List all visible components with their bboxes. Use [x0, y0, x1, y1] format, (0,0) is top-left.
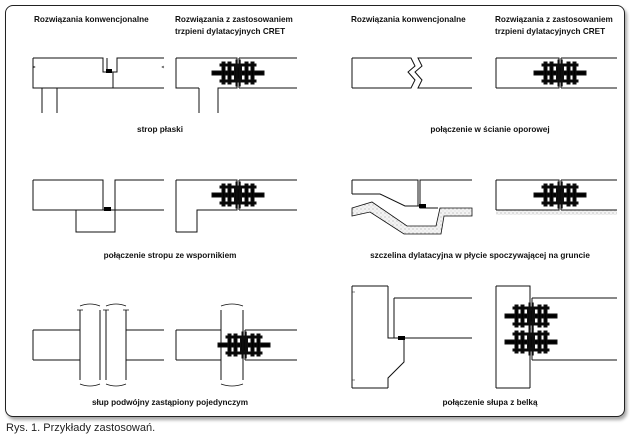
ground-slab-cret	[495, 179, 617, 215]
retaining-wall-conventional	[351, 57, 472, 89]
caption-flat-slab: strop płaski	[137, 125, 183, 134]
flat-slab-conventional	[32, 57, 165, 113]
caption-corbel: połączenie stropu ze wspornikiem	[103, 251, 237, 260]
caption-column-beam: połączenie słupa z belką	[442, 398, 538, 407]
double-column-conventional	[32, 303, 164, 387]
flat-slab-cret	[175, 57, 297, 113]
single-column-cret	[175, 303, 297, 387]
caption-double-column: słup podwójny zastąpiony pojedynczym	[91, 398, 249, 407]
corbel-cret	[175, 179, 297, 233]
header-right-cret-line1: Rozwiązania z zastosowaniem	[495, 15, 613, 24]
figure-caption: Rys. 1. Przykłady zastosowań.	[6, 422, 156, 434]
header-right-cret-line2: trzpieni dylatacyjnych CRET	[495, 27, 606, 36]
column-beam-conventional	[351, 285, 472, 389]
corbel-conventional	[32, 179, 164, 233]
header-left-cret-line1: Rozwiązania z zastosowaniem	[175, 15, 293, 24]
header-left-cret-line2: trzpieni dylatacyjnych CRET	[175, 27, 286, 36]
retaining-wall-cret	[495, 57, 617, 89]
header-right-conventional: Rozwiązania konwencjonalne	[351, 15, 466, 24]
ground-slab-conventional	[351, 179, 473, 235]
column-beam-cret	[495, 285, 617, 389]
caption-retaining-wall: połączenie w ścianie oporowej	[430, 125, 550, 134]
header-left-conventional: Rozwiązania konwencjonalne	[34, 15, 149, 24]
caption-ground-slab: szczelina dylatacyjna w płycie spoczywaj…	[370, 251, 590, 260]
